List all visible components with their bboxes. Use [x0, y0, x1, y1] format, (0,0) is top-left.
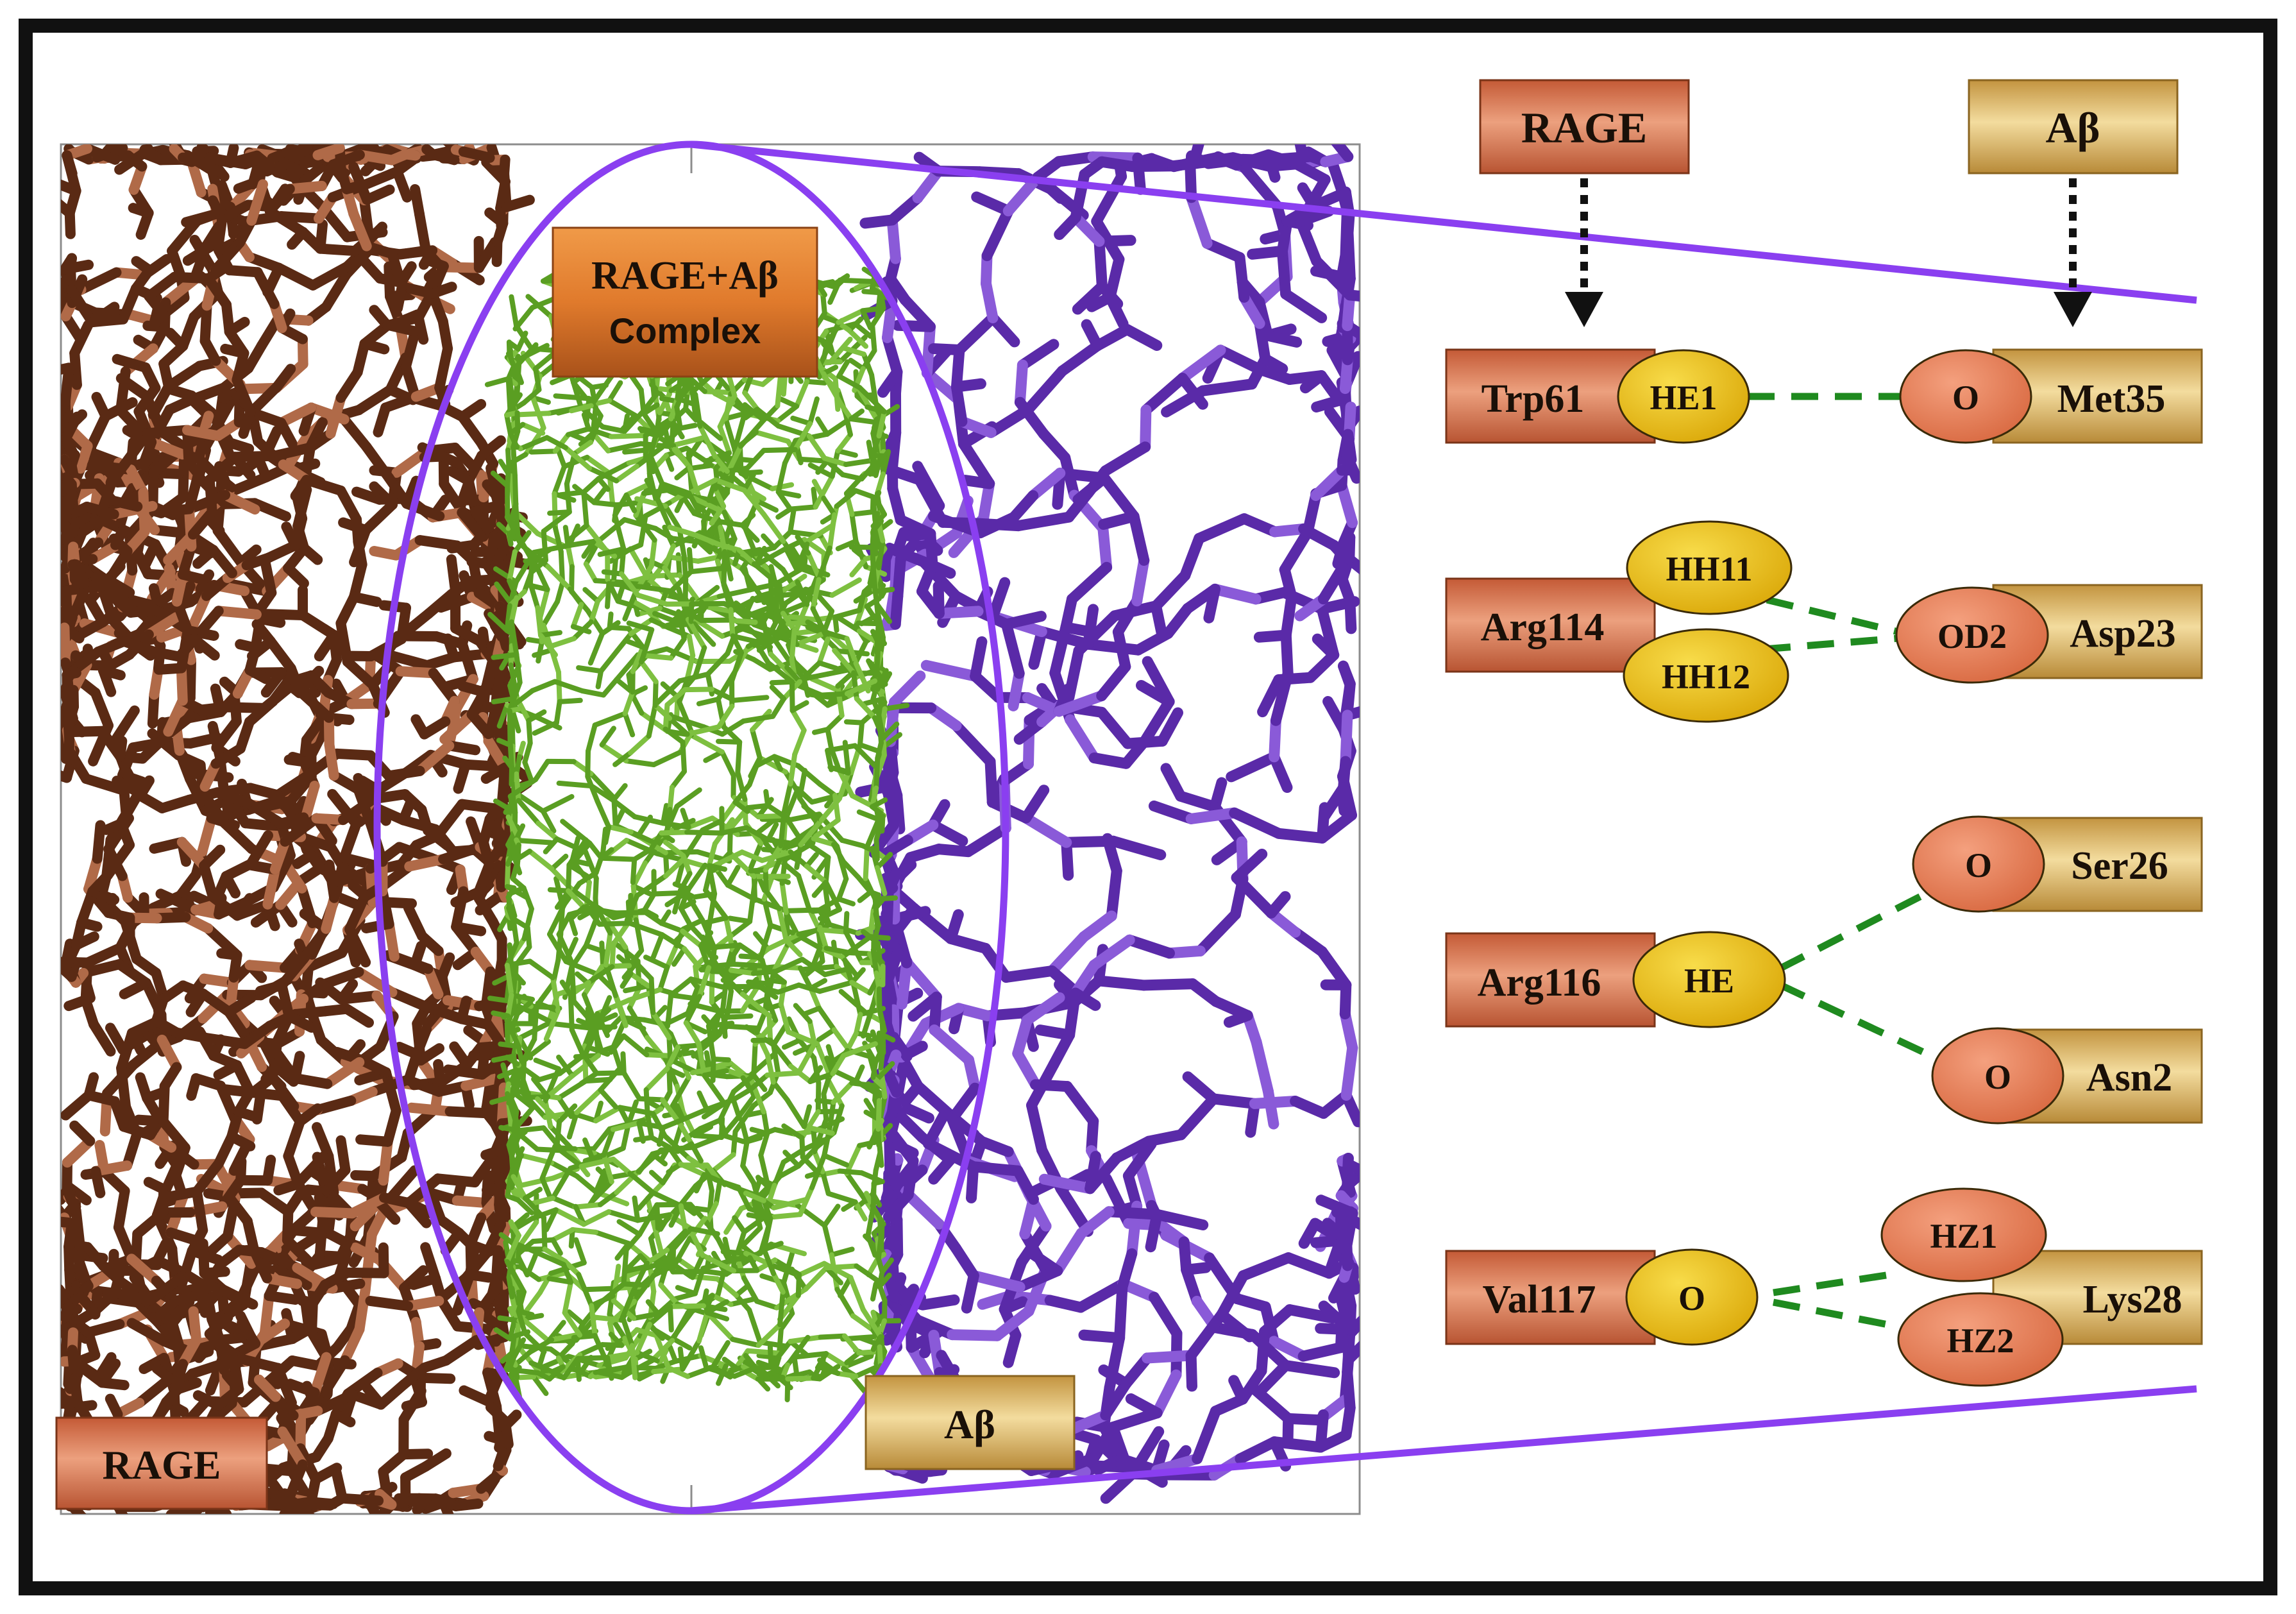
abeta-residue-label: Lys28	[2082, 1278, 2182, 1321]
hbond-line	[1766, 596, 1900, 636]
rage-structure	[61, 144, 535, 1514]
rage-residue-label: Trp61	[1481, 377, 1585, 421]
abeta-residue-label: Asp23	[2070, 612, 2175, 656]
abeta-atom	[1899, 349, 2032, 444]
abeta-atom-label: HZ1	[1930, 1217, 1997, 1255]
complex-label: RAGE+Aβ Complex	[552, 226, 818, 378]
complex-label-line2: Complex	[609, 310, 761, 351]
rage-atom-label: O	[1678, 1279, 1705, 1318]
hbond-line	[1773, 1270, 1899, 1296]
abeta-atom	[1880, 1187, 2047, 1282]
arrow-abeta	[2054, 178, 2092, 327]
hbond-line	[1763, 634, 1899, 653]
abeta-atom-label: OD2	[1937, 617, 2007, 656]
rage-residue-box	[1445, 577, 1656, 673]
rage-residue-label: Arg114	[1481, 606, 1605, 649]
hbond-line	[1778, 981, 1939, 1062]
abeta-structure	[854, 144, 1360, 1504]
rage-atom-label: HE1	[1650, 378, 1717, 417]
zoom-line-top	[691, 140, 2197, 304]
abeta-residue-label: Met35	[2057, 377, 2166, 421]
arrow-rage	[1565, 178, 1603, 327]
abeta-atom	[1897, 1292, 2064, 1387]
abeta-atom	[1895, 586, 2049, 684]
abeta-atom	[1931, 1027, 2064, 1125]
rage-structure-label: RAGE	[55, 1416, 268, 1510]
rage-atom	[1625, 1248, 1759, 1346]
abeta-structure-label-text: Aβ	[944, 1402, 995, 1447]
rage-structure-label-text: RAGE	[103, 1442, 221, 1488]
interaction-row-4: Val117 O Lys28 HZ1 HZ2	[1445, 1187, 2203, 1387]
abeta-residue-label: Asn2	[2086, 1056, 2172, 1100]
hbond-line	[1778, 890, 1929, 972]
rage-residue-label: Arg116	[1478, 961, 1601, 1005]
hbond-line	[1772, 1298, 1906, 1332]
rage-residue-label: Val117	[1483, 1278, 1596, 1321]
rage-atom	[1623, 628, 1789, 723]
rage-atom-label: HH12	[1662, 658, 1750, 696]
rage-atom	[1617, 349, 1750, 444]
header-abeta-text: Aβ	[2046, 103, 2100, 152]
rage-atom	[1626, 520, 1793, 615]
abeta-atom-label: O	[1984, 1058, 2011, 1096]
abeta-residue-label: Ser26	[2071, 844, 2168, 888]
abeta-atom-label: O	[1952, 378, 1979, 417]
abeta-atom-label: HZ2	[1946, 1321, 2014, 1360]
abeta-atom	[1912, 815, 2045, 913]
rage-atom-label: HE	[1684, 962, 1734, 1000]
header-abeta: Aβ	[1968, 79, 2179, 174]
interaction-row-2: Arg114 HH11 HH12 Asp23 OD2	[1445, 520, 2203, 723]
header-rage-text: RAGE	[1521, 103, 1647, 152]
interaction-row-3: Arg116 HE Ser26 O Asn2 O	[1445, 815, 2203, 1125]
abeta-structure-label: Aβ	[865, 1375, 1076, 1470]
rage-atom	[1632, 931, 1786, 1028]
interaction-row-1: Trp61 HE1 Met35 O	[1445, 348, 2203, 444]
rage-atom-label: HH11	[1666, 550, 1752, 588]
header-rage: RAGE	[1479, 79, 1690, 174]
zoom-line-bottom	[691, 1385, 2197, 1515]
complex-label-line1: RAGE+Aβ	[591, 254, 779, 298]
abeta-atom-label: O	[1965, 846, 1992, 885]
rage-residue-box	[1445, 1250, 1656, 1345]
